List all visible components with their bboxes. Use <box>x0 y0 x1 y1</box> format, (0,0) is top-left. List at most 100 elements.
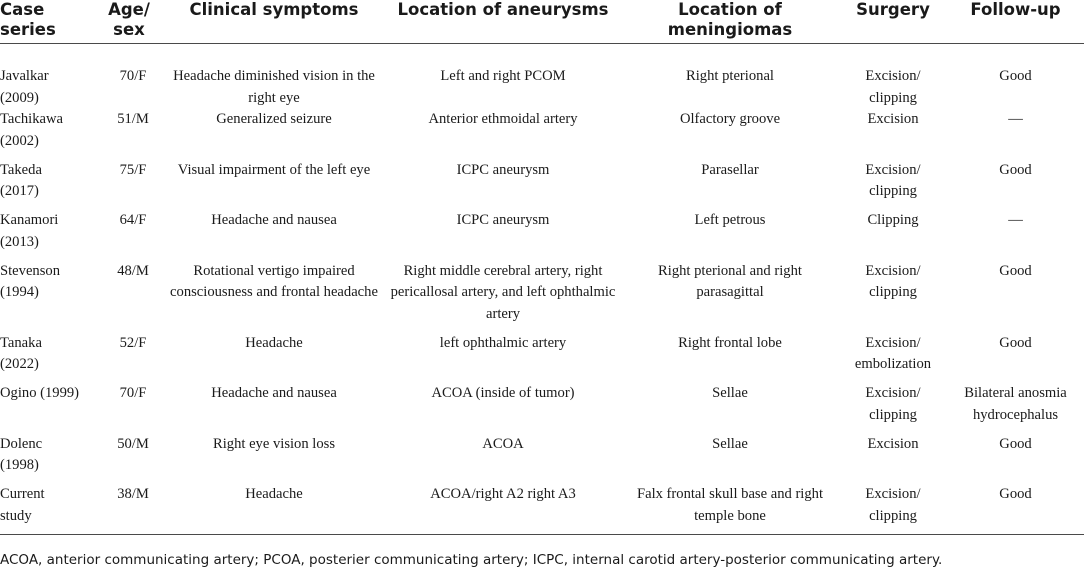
cell-surgery: Clipping <box>867 212 919 228</box>
cell-clinical-symptoms: Headache <box>163 484 385 535</box>
table-header: Case series Age/ sex Clinical symptoms L… <box>0 0 1084 44</box>
cell-location-aneurysm: ACOA/right A2 right A3 <box>385 484 621 535</box>
cell-case-series: Dolenc (1998) <box>0 434 103 485</box>
cell-age-sex: 50/M <box>117 435 149 452</box>
case-series-line: (1998) <box>0 457 39 473</box>
cell-age-sex: 70/F <box>119 68 147 84</box>
cell-location-meningioma: Falx frontal skull base and right temple… <box>621 484 839 535</box>
cell-follow-up: Good <box>999 161 1032 178</box>
cell-surgery: Excision/ clipping <box>865 385 921 423</box>
table-row: Javalkar (2009) 70/F Headache diminished vi… <box>0 44 1084 110</box>
cell-location-meningioma: Left petrous <box>694 212 766 228</box>
cell-case-series: Stevenson (1994) <box>0 261 103 333</box>
case-series-line: (1994) <box>0 284 39 300</box>
cell-surgery: Excision/ clipping <box>839 484 947 535</box>
cell-location-meningioma: Right pterional and right parasagittal <box>658 262 802 301</box>
table-body: Javalkar (2009) 70/F Headache diminished vi… <box>0 44 1084 535</box>
cell-case-series: Javalkar (2009) <box>0 44 103 110</box>
header-location-aneurysms: Location of aneurysms <box>385 0 621 44</box>
cell-clinical-symptoms: Headache diminished vision in the right … <box>173 68 375 106</box>
cell-location-aneurysm: ACOA (inside of tumor) <box>431 385 575 401</box>
cell-follow-up: Good <box>947 484 1084 535</box>
cell-clinical-symptoms: Generalized seizure <box>216 111 332 127</box>
case-series-line: (2017) <box>0 183 39 199</box>
cell-surgery: Excision/ clipping <box>865 161 921 200</box>
cell-surgery: Excision <box>867 435 919 452</box>
cell-follow-up: Good <box>999 68 1032 84</box>
cell-location-aneurysm: left ophthalmic artery <box>439 334 567 351</box>
cell-clinical-symptoms: Visual impairment of the left eye <box>177 161 371 178</box>
header-row: Case series Age/ sex Clinical symptoms L… <box>0 0 1084 44</box>
cell-clinical-symptoms: Headache <box>245 334 303 351</box>
case-series-line: Ogino (1999) <box>0 385 80 401</box>
case-series-table: Case series Age/ sex Clinical symptoms L… <box>0 0 1084 535</box>
cell-location-meningioma: Sellae <box>712 435 748 452</box>
cell-age-sex: 64/F <box>119 212 147 228</box>
cell-age-sex: 51/M <box>117 111 149 127</box>
cell-surgery: Excision <box>867 111 919 127</box>
cell-location-aneurysm: Left and right PCOM <box>440 68 566 84</box>
cell-age-sex: 48/M <box>117 262 149 279</box>
cell-follow-up: Good <box>999 334 1032 351</box>
cell-location-aneurysm: ACOA <box>482 435 524 452</box>
header-clinical-symptoms: Clinical symptoms <box>163 0 385 44</box>
table-footnote: ACOA, anterior communicating artery; PCO… <box>0 552 943 568</box>
cell-follow-up: — <box>1008 111 1023 127</box>
case-series-line: study <box>0 507 32 524</box>
header-location-meningiomas: Location of meningiomas <box>621 0 839 44</box>
cell-location-aneurysm: ICPC aneurysm <box>456 161 550 178</box>
cell-surgery: Excision/ clipping <box>865 262 921 301</box>
cell-case-series: Tachikawa (2002) <box>0 109 103 160</box>
table-row: Stevenson (1994) 48/M Rotational vertigo im… <box>0 261 1084 333</box>
cell-age-sex: 52/F <box>119 334 147 351</box>
cell-clinical-symptoms: Rotational vertigo impaired consciousnes… <box>170 262 378 301</box>
table-row: Ogino (1999) 70/F Headache and nausea ACOA … <box>0 383 1084 434</box>
case-series-line: Stevenson <box>0 262 60 279</box>
header-follow-up: Follow-up <box>947 0 1084 44</box>
case-series-line: (2013) <box>0 233 39 250</box>
cell-location-meningioma: Parasellar <box>701 161 759 178</box>
case-series-line: Javalkar <box>0 68 49 84</box>
case-series-line: Dolenc <box>0 435 43 452</box>
cell-age-sex: 75/F <box>119 161 147 178</box>
header-case-series: Case series <box>0 0 103 44</box>
cell-age-sex: 38/M <box>103 484 163 535</box>
table-row: Dolenc (1998) 50/M Right eye vision loss ACO… <box>0 434 1084 485</box>
case-series-line: Kanamori <box>0 212 59 228</box>
cell-follow-up: Bilateral anosmia hydrocephalus <box>964 385 1067 423</box>
cell-location-meningioma: Olfactory groove <box>679 111 781 127</box>
cell-surgery: Excision/ clipping <box>865 68 921 106</box>
cell-location-meningioma: Right frontal lobe <box>678 334 782 351</box>
case-series-line: (2009) <box>0 89 39 106</box>
cell-follow-up: Good <box>999 435 1032 452</box>
cell-location-aneurysm: Anterior ethmoidal artery <box>428 111 578 127</box>
case-series-line: (2002) <box>0 132 39 149</box>
header-surgery: Surgery <box>839 0 947 44</box>
cell-age-sex: 70/F <box>119 385 147 401</box>
cell-location-aneurysm: ICPC aneurysm <box>456 212 550 228</box>
cell-case-series: Takeda (2017) <box>0 160 103 211</box>
case-series-line: Tanaka <box>0 334 42 351</box>
cell-clinical-symptoms: Right eye vision loss <box>212 435 336 452</box>
header-age-sex: Age/ sex <box>103 0 163 44</box>
table-row: Takeda (2017) 75/F Visual impairment of the… <box>0 160 1084 211</box>
cell-surgery: Excision/ embolization <box>854 334 932 373</box>
cell-location-meningioma: Right pterional <box>686 68 774 84</box>
case-series-line: Current <box>0 486 45 502</box>
case-series-line: (2022) <box>0 356 39 372</box>
cell-clinical-symptoms: Headache and nausea <box>211 385 337 401</box>
table-row: Tanaka (2022) 52/F Headache left ophthalmic … <box>0 333 1084 384</box>
cell-location-aneurysm: Right middle cerebral artery, right peri… <box>390 262 616 322</box>
cell-case-series: Current study <box>0 484 103 535</box>
cell-follow-up: Good <box>999 262 1032 279</box>
cell-case-series: Kanamori (2013) <box>0 210 103 261</box>
cell-case-series: Ogino (1999) <box>0 383 103 434</box>
case-series-line: Takeda <box>0 161 42 178</box>
case-series-line: Tachikawa <box>0 111 63 127</box>
cell-follow-up: — <box>1008 212 1023 228</box>
table-row: Tachikawa (2002) 51/M Generalized seizure An… <box>0 109 1084 160</box>
cell-case-series: Tanaka (2022) <box>0 333 103 384</box>
cell-location-meningioma: Sellae <box>712 385 748 401</box>
